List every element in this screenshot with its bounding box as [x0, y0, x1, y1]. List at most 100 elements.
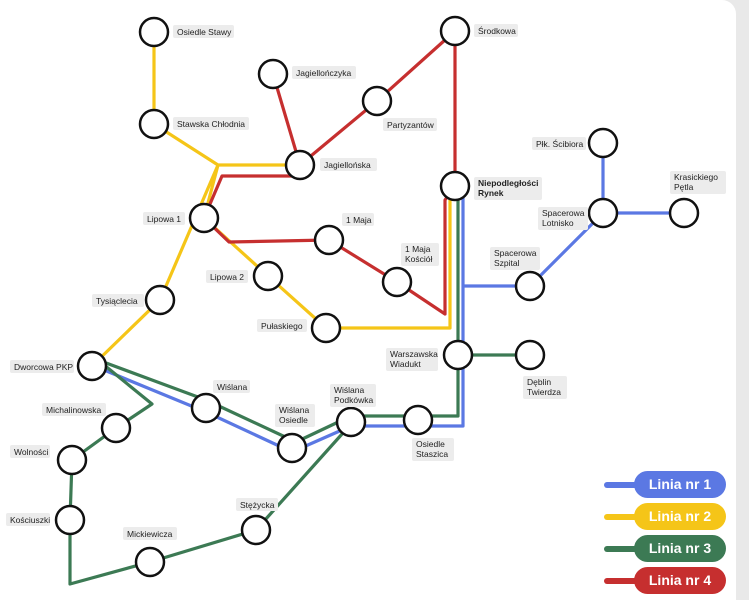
stop-label: Dworcowa PKP	[14, 362, 73, 372]
stop-circle[interactable]	[284, 149, 316, 181]
stop-label: Płk. Ścibiora	[536, 138, 584, 149]
stop-circle[interactable]	[442, 339, 474, 371]
label-bg	[386, 348, 438, 371]
stop-circle[interactable]	[439, 15, 471, 47]
stop-circle[interactable]	[138, 108, 170, 140]
stop-label: Tysiąclecia	[96, 296, 138, 306]
stop-lipowa-2[interactable]: Lipowa 2	[206, 260, 284, 292]
stop-circle[interactable]	[335, 406, 367, 438]
legend-label: Linia nr 2	[634, 503, 726, 530]
stop-circle[interactable]	[134, 546, 166, 578]
stop-warszawska-wiadukt[interactable]: Warszawska Wiadukt	[386, 339, 474, 371]
stop-circle[interactable]	[276, 432, 308, 464]
stop-1-maja-kosciol[interactable]: 1 Maja Kościół	[381, 243, 439, 298]
stop-circle[interactable]	[190, 392, 222, 424]
stop-mickiewicza[interactable]: Mickiewicza	[123, 527, 177, 578]
stop-label: Pętla	[674, 182, 694, 192]
stop-label: Szpital	[494, 258, 520, 268]
label-bg	[143, 212, 185, 225]
stop-circle[interactable]	[138, 16, 170, 48]
stop-circle[interactable]	[100, 412, 132, 444]
label-bg	[92, 294, 144, 307]
stop-niepodleglosci-rynek[interactable]: Niepodległości Rynek	[439, 170, 542, 202]
stop-srodkowa[interactable]: Środkowa	[439, 15, 518, 47]
stop-tysiaclecia[interactable]: Tysiąclecia	[92, 284, 176, 316]
legend-swatch	[604, 514, 654, 520]
stop-label: Warszawska	[390, 349, 438, 359]
stop-deblin-twierdza[interactable]: Dęblin Twierdza	[514, 339, 567, 399]
label-bg	[474, 24, 518, 37]
legend-item-line-4[interactable]: Linia nr 4	[604, 566, 734, 598]
legend-item-line-3[interactable]: Linia nr 3	[604, 534, 734, 566]
stop-circle[interactable]	[361, 85, 393, 117]
stop-label: Wiślana	[279, 405, 310, 415]
stop-lipowa-1[interactable]: Lipowa 1	[143, 202, 220, 234]
label-bg	[42, 403, 106, 416]
stop-pulaskiego[interactable]: Pułaskiego	[257, 312, 342, 344]
stop-circle[interactable]	[668, 197, 700, 229]
stop-circle[interactable]	[381, 266, 413, 298]
stop-michalinowska[interactable]: Michalinowska	[42, 403, 132, 444]
stop-label: Osiedle	[279, 415, 308, 425]
legend: Linia nr 1 Linia nr 2 Linia nr 3 Linia n…	[604, 470, 734, 598]
stop-circle[interactable]	[514, 270, 546, 302]
stop-label: Wiślana	[334, 385, 365, 395]
stop-partyzantow[interactable]: Partyzantów	[361, 85, 437, 131]
stop-circle[interactable]	[313, 224, 345, 256]
stop-circle[interactable]	[402, 404, 434, 436]
legend-item-line-2[interactable]: Linia nr 2	[604, 502, 734, 534]
stop-dworcowa-pkp[interactable]: Dworcowa PKP	[10, 350, 108, 382]
stop-circle[interactable]	[240, 514, 272, 546]
stop-wislana-osiedle[interactable]: Wiślana Osiedle	[275, 404, 315, 464]
label-bg	[206, 270, 248, 283]
stop-label: Staszica	[416, 449, 448, 459]
stop-circle[interactable]	[54, 504, 86, 536]
stop-circle[interactable]	[188, 202, 220, 234]
stop-osiedle-stawy[interactable]: Osiedle Stawy	[138, 16, 234, 48]
stop-circle[interactable]	[76, 350, 108, 382]
stop-label: Niepodległości	[478, 178, 538, 188]
stop-label: Lipowa 2	[210, 272, 244, 282]
stop-wolnosci[interactable]: Wolności	[10, 444, 88, 476]
legend-label: Linia nr 3	[634, 535, 726, 562]
stop-plk-scibiora[interactable]: Płk. Ścibiora	[532, 127, 619, 159]
stop-jagiellonczyka[interactable]: Jagiellończyka	[257, 58, 356, 90]
stop-stezycka[interactable]: Stężycka	[236, 498, 278, 546]
stop-stawska-chlodnia[interactable]: Stawska Chłodnia	[138, 108, 249, 140]
stop-circle[interactable]	[56, 444, 88, 476]
stop-circle[interactable]	[587, 127, 619, 159]
stop-osiedle-staszica[interactable]: Osiedle Staszica	[402, 404, 454, 461]
stop-label: Osiedle Stawy	[177, 27, 232, 37]
stop-label: Partyzantów	[387, 120, 435, 130]
stop-circle[interactable]	[514, 339, 546, 371]
stop-label: Rynek	[478, 188, 504, 198]
stop-label: Lotnisko	[542, 218, 574, 228]
stop-label: Dęblin	[527, 377, 551, 387]
stop-wislana-podkowka[interactable]: Wiślana Podkówka	[330, 384, 376, 438]
stop-label: Twierdza	[527, 387, 561, 397]
label-bg	[236, 498, 278, 511]
legend-item-line-1[interactable]: Linia nr 1	[604, 470, 734, 502]
stop-jagiellonska[interactable]: Jagiellońska	[284, 149, 377, 181]
stop-circle[interactable]	[310, 312, 342, 344]
stop-circle[interactable]	[252, 260, 284, 292]
route-line-3	[68, 188, 532, 586]
stop-spacerowa-szpital[interactable]: Spacerowa Szpital	[490, 247, 546, 302]
legend-swatch	[604, 546, 654, 552]
stop-krasickiego-petla[interactable]: Krasickiego Pętla	[668, 171, 726, 229]
stop-label: 1 Maja	[346, 215, 372, 225]
stop-circle[interactable]	[587, 197, 619, 229]
stop-label: Wolności	[14, 447, 48, 457]
label-bg	[670, 171, 726, 194]
stop-circle[interactable]	[257, 58, 289, 90]
stop-1-maja[interactable]: 1 Maja	[313, 213, 374, 256]
stop-label: Pułaskiego	[261, 321, 303, 331]
stop-wislana[interactable]: Wiślana	[190, 380, 250, 424]
stop-circle[interactable]	[144, 284, 176, 316]
stop-circle[interactable]	[439, 170, 471, 202]
stop-kosciuszki[interactable]: Kościuszki	[6, 504, 86, 536]
stop-spacerowa-lotnisko[interactable]: Spacerowa Lotnisko	[538, 197, 619, 230]
label-bg	[330, 384, 376, 407]
stop-label: Środkowa	[478, 25, 516, 36]
